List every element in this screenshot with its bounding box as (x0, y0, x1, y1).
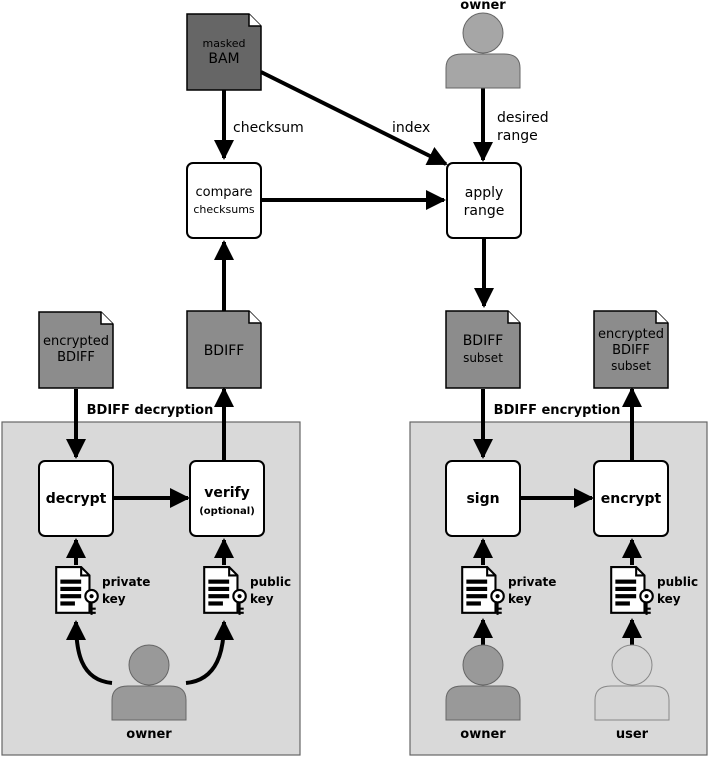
encrypted-bdiff-line1: encrypted (43, 334, 109, 349)
owner-left-label: owner (126, 727, 172, 742)
public-key-right-label-line2: key (657, 592, 681, 606)
encrypted-bdiff-line2: BDIFF (57, 350, 95, 365)
verify-line2: (optional) (199, 506, 255, 517)
compare-checksums-box: compare checksums (186, 162, 262, 239)
bdiff-subset-line1: BDIFF (463, 333, 504, 349)
edge-owner-to-privkey (66, 620, 113, 685)
verify-box: verify (optional) (189, 460, 265, 537)
compare-line2: checksums (193, 203, 255, 216)
index-label: index (392, 120, 430, 136)
checksum-label: checksum (233, 120, 304, 136)
masked-bam-document: masked BAM (186, 13, 262, 91)
sign-line1: sign (466, 491, 499, 507)
sign-box: sign (445, 460, 521, 537)
edge-owner-to-pubkey (185, 620, 234, 685)
decryption-panel-title: BDIFF decryption (87, 403, 214, 418)
public-key-label-line2: key (250, 592, 274, 606)
encrypted-bdiff-subset-document: encrypted BDIFF subset (593, 310, 669, 389)
encrypted-bdiff-document: encrypted BDIFF (38, 311, 114, 389)
encrypt-line1: encrypt (601, 491, 662, 507)
compare-line1: compare (195, 185, 252, 200)
decrypt-box: decrypt (38, 460, 114, 537)
private-key-right-label-line1: private (508, 575, 556, 589)
encrypted-bdiff-subset-line1: encrypted (598, 327, 664, 342)
private-key-label-line2: key (102, 592, 126, 606)
bdiff-document: BDIFF (186, 310, 262, 389)
decrypt-line1: decrypt (46, 491, 107, 507)
encrypt-box: encrypt (593, 460, 669, 537)
masked-bam-line1: masked (203, 37, 246, 50)
verify-line1: verify (204, 485, 250, 501)
owner-top-icon (445, 12, 521, 89)
public-key-label-line1: public (250, 575, 291, 589)
apply-line1: apply (465, 185, 504, 201)
owner-right-icon (445, 644, 521, 721)
edge-bam-to-apply (260, 70, 448, 166)
apply-line2: range (464, 203, 505, 219)
public-key-right-label-line1: public (657, 575, 698, 589)
encrypted-bdiff-subset-line3: subset (611, 359, 651, 373)
owner-top-label: owner (460, 0, 506, 13)
apply-range-box: apply range (446, 162, 522, 239)
user-icon (594, 644, 670, 721)
desired-range-label-line2: range (497, 128, 538, 144)
masked-bam-line2: BAM (208, 51, 239, 67)
bdiff-subset-document: BDIFF subset (445, 310, 521, 389)
encryption-panel-title: BDIFF encryption (494, 403, 621, 418)
bdiff-line1: BDIFF (204, 343, 245, 359)
private-key-right-label-line2: key (508, 592, 532, 606)
encrypted-bdiff-subset-line2: BDIFF (612, 343, 650, 358)
bdiff-subset-line2: subset (463, 351, 503, 365)
owner-right-label: owner (460, 727, 506, 742)
user-label: user (616, 727, 649, 742)
desired-range-label-line1: desired (497, 110, 549, 126)
private-key-label-line1: private (102, 575, 150, 589)
owner-left-icon (111, 644, 187, 721)
